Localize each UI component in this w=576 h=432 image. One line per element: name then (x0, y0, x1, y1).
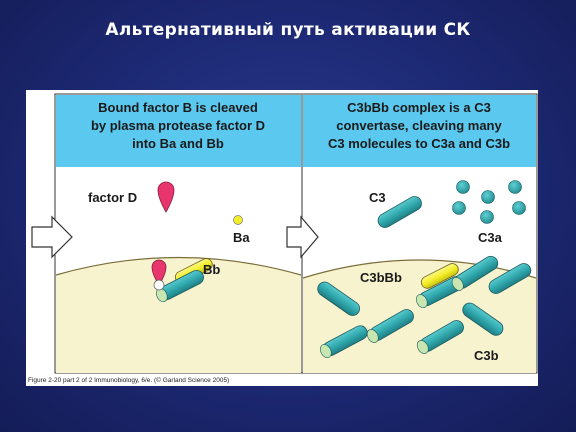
right-membrane-line (302, 259, 537, 279)
c3a-label: C3a (478, 230, 503, 245)
diagram-svg: Bound factor B is cleaved by plasma prot… (31, 93, 538, 374)
factor-d-label: factor D (88, 190, 137, 205)
c3b-rod (488, 263, 532, 294)
bb-rod (420, 263, 459, 289)
left-header-line-3: into Ba and Bb (132, 136, 224, 151)
c3b-label: C3b (474, 348, 499, 363)
left-membrane-line (55, 256, 302, 276)
c3bbb-label: C3bBb (360, 270, 402, 285)
transition-arrow (286, 215, 319, 259)
c3b-rod-end (451, 277, 464, 291)
right-header-box (303, 95, 536, 167)
left-header-line-2: by plasma protease factor D (91, 118, 265, 133)
figure-caption: Figure 2-20 part 2 of 2 Immunobiology, 6… (28, 377, 230, 384)
factor-d-bound-shape (151, 259, 167, 286)
right-panel: C3bBb complex is a C3 convertase, cleavi… (302, 95, 537, 373)
c3b-rod-end (366, 329, 379, 343)
c3-molecule (377, 196, 422, 228)
right-header-line-3: C3 molecules to C3a and C3b (328, 136, 510, 151)
c3a-fragments (452, 180, 526, 224)
c3a-dot (452, 201, 466, 215)
c3b-rod-end (416, 294, 428, 309)
c3a-dot (508, 180, 522, 194)
factor-d-shape (157, 181, 175, 213)
c3a-dot (456, 180, 470, 194)
c3b-rod (462, 302, 504, 336)
slide-title: Альтернативный путь активации СК (105, 20, 471, 40)
left-panel: Bound factor B is cleaved by plasma prot… (55, 95, 302, 373)
ba-label: Ba (233, 230, 250, 245)
left-header-line-1: Bound factor B is cleaved (98, 100, 258, 115)
right-cell-surface (303, 260, 536, 373)
bound-c3b-bb-complex (151, 258, 213, 303)
c3a-dot (480, 210, 494, 224)
c3b-fragments (317, 255, 532, 358)
c3-label: C3 (369, 190, 386, 205)
c3b-rod (317, 281, 360, 316)
right-header-line-1: C3bBb complex is a C3 (347, 100, 491, 115)
bb-link-circle (153, 279, 165, 291)
bb-label: Bb (203, 262, 220, 277)
c3b-rod-end (319, 344, 332, 358)
left-cell-surface (56, 257, 301, 373)
left-header-box (56, 95, 301, 167)
c3b-rod-end (416, 340, 429, 354)
c3a-dot (481, 190, 495, 204)
input-arrow (31, 215, 73, 259)
right-header-line-2: convertase, cleaving many (336, 118, 502, 133)
ba-fragment (233, 215, 243, 225)
c3a-dot (512, 201, 526, 215)
diagram-figure: Bound factor B is cleaved by plasma prot… (26, 90, 538, 386)
